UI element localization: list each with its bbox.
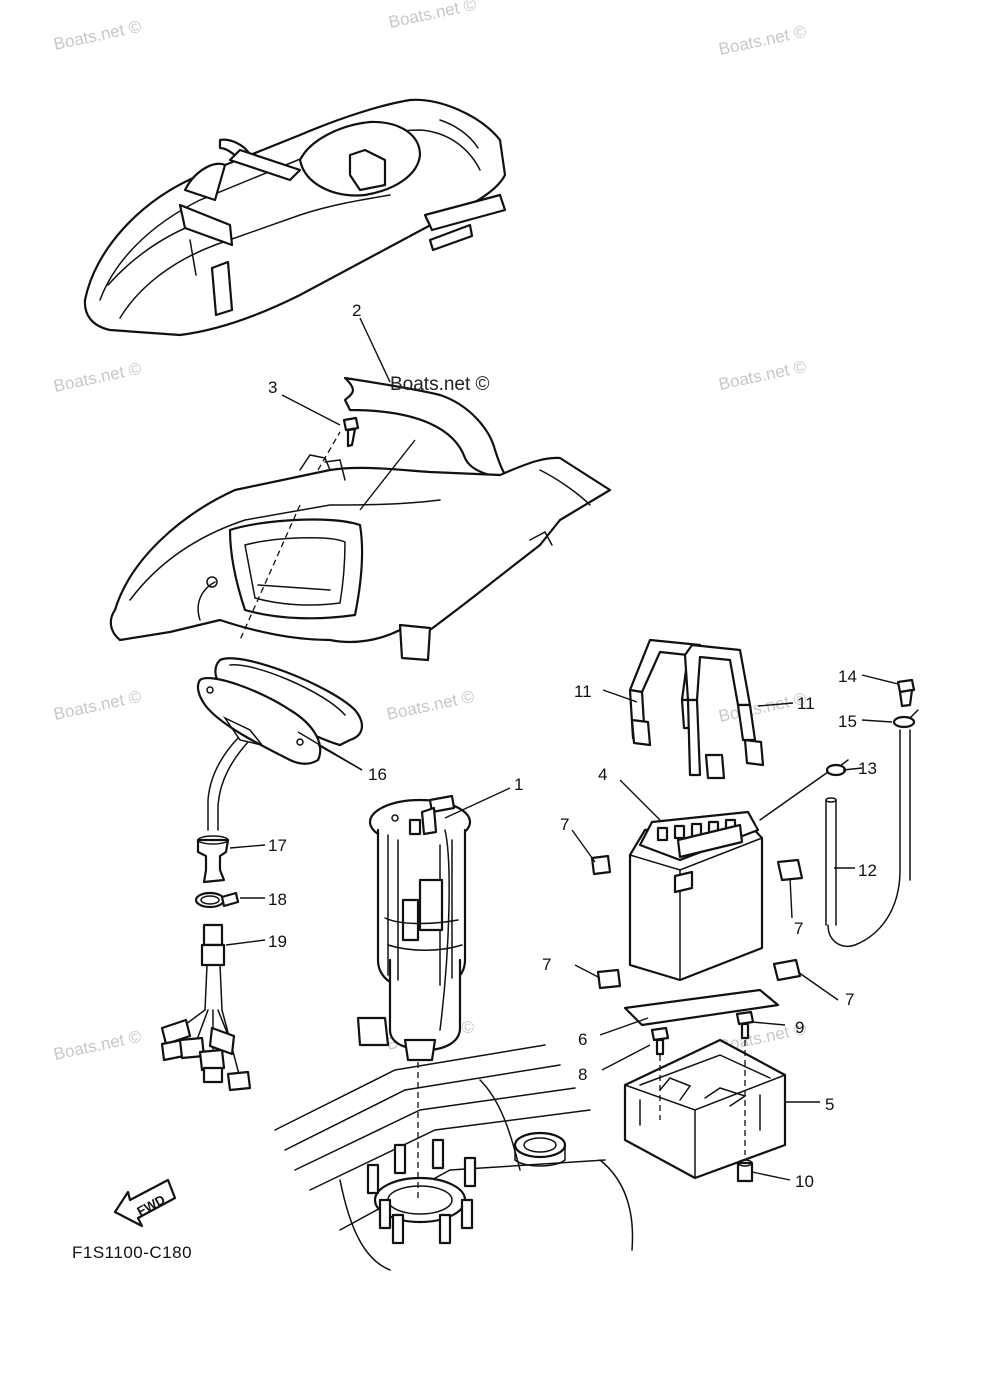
- battery-strap-right: [683, 643, 765, 780]
- wire-harness: [160, 923, 252, 1092]
- pad: [772, 958, 802, 982]
- deck-cover: [109, 454, 612, 662]
- callout-4: 4: [598, 765, 607, 784]
- callout-10: 10: [795, 1172, 814, 1191]
- hose-fitting: [825, 759, 849, 777]
- battery-tray: [623, 1038, 787, 1180]
- fwd-arrow-icon: FWD: [113, 1178, 177, 1228]
- callout-13: 13: [858, 759, 877, 778]
- callout-16: 16: [368, 765, 387, 784]
- callout-19: 19: [268, 932, 287, 951]
- callout-17: 17: [268, 836, 287, 855]
- callout-7: 7: [794, 919, 803, 938]
- mount-bolts: [366, 1138, 477, 1245]
- watermark: Boats.net ©: [52, 17, 144, 54]
- battery-mat: [623, 988, 780, 1027]
- leader-lines: [225, 317, 899, 1181]
- callout-12: 12: [858, 861, 877, 880]
- watermark: Boats.net ©: [717, 689, 809, 726]
- callout-15: 15: [838, 712, 857, 731]
- spacer: [736, 1159, 754, 1183]
- hose-clip: [892, 709, 919, 729]
- hose: [207, 737, 239, 831]
- callout-2: 2: [352, 301, 361, 320]
- callout-6: 6: [578, 1030, 587, 1049]
- battery: [628, 810, 764, 982]
- callout-18: 18: [268, 890, 287, 909]
- callout-5: 5: [825, 1095, 834, 1114]
- watercraft-illustration: [83, 98, 507, 337]
- watermark: Boats.net ©: [52, 1027, 144, 1064]
- vent-cap: [896, 678, 916, 708]
- diagram-code: F1S1100-C180: [72, 1243, 192, 1262]
- callout-14: 14: [838, 667, 857, 686]
- callout-11: 11: [574, 682, 592, 701]
- clamp: [194, 891, 240, 909]
- fuel-pump-module: [356, 794, 472, 1062]
- hatch-cover: [196, 657, 363, 765]
- callout-3: 3: [268, 378, 277, 397]
- watermark: Boats.net ©: [717, 22, 809, 59]
- watermark: Boats.net ©: [390, 374, 490, 395]
- pad: [596, 968, 622, 990]
- watermark: Boats.net ©: [52, 359, 144, 396]
- callout-7: 7: [560, 815, 569, 834]
- callout-9: 9: [795, 1018, 804, 1037]
- callout-11: 11: [797, 694, 815, 713]
- watermark: Boats.net ©: [387, 0, 479, 32]
- callout-1: 1: [514, 775, 523, 794]
- watermark: Boats.net ©: [717, 357, 809, 394]
- screw: [342, 416, 360, 448]
- watermark: Boats.net ©: [52, 687, 144, 724]
- watermark: Boats.net ©: [385, 687, 477, 724]
- callout-7: 7: [845, 990, 854, 1009]
- pad: [776, 858, 804, 882]
- callout-8: 8: [578, 1065, 587, 1084]
- vent-hose-short: [825, 797, 837, 926]
- grommet: [196, 835, 230, 884]
- bolt-8: [650, 1026, 670, 1056]
- vent-hose: [827, 729, 901, 947]
- hull-floor: [274, 1044, 634, 1271]
- callout-7: 7: [542, 955, 551, 974]
- pad: [590, 854, 612, 876]
